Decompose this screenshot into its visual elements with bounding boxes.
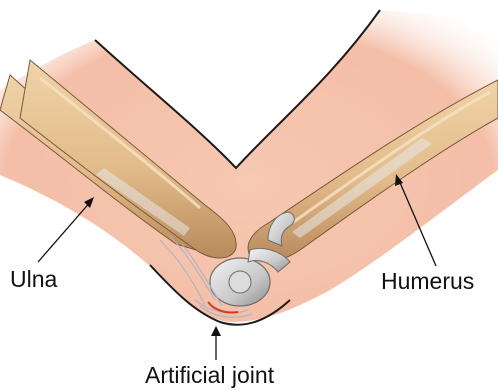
joint-pin <box>229 271 251 293</box>
humerus-label: Humerus <box>381 270 474 293</box>
leader-artificial-joint <box>211 326 221 360</box>
ulna-label: Ulna <box>10 268 57 291</box>
artificial-joint-label: Artificial joint <box>145 364 274 387</box>
